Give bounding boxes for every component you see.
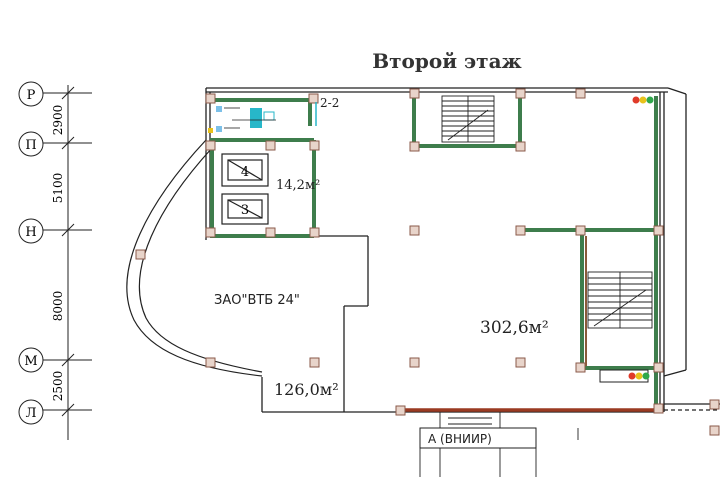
axis-bubble-p: П [18,131,44,157]
dimension-8000: 8000 [51,291,65,322]
curved-bay [126,139,263,377]
elevator-3-label: 3 [241,203,249,218]
dimension-5100: 5100 [51,173,65,204]
axis-bubble-l: Л [18,399,44,425]
plan-title: Второй этаж [372,49,521,73]
area-small-label: 14,2м² [276,178,320,193]
axis-letter-m: М [24,354,37,369]
stair-right [587,271,653,329]
elevator-4-label: 4 [241,165,249,180]
axis-lines [42,85,92,440]
axis-letter-l: Л [26,406,37,421]
green-walls [210,92,660,410]
dimension-2900: 2900 [51,105,65,136]
marker-bottom-right [599,369,650,383]
bottom-label: А (ВНИИР) [428,432,492,446]
axis-letter-n: Н [25,225,36,240]
axis-bubble-r: Р [18,81,44,107]
marker-top-right [632,96,654,104]
dimension-2500: 2500 [51,371,65,402]
area-bay-label: 126,0м² [274,380,339,399]
stair-top [441,95,495,143]
bottom-label-box [419,427,537,449]
axis-bubble-m: М [18,347,44,373]
columns [135,88,720,436]
axis-letter-p: П [25,138,36,153]
axis-letter-r: Р [27,88,36,103]
elevator-shafts [221,153,269,225]
wc-fixtures [208,102,317,133]
section-label: 2-2 [320,96,339,110]
building-outline [205,87,720,413]
area-main-label: 302,6м² [480,318,549,338]
axis-bubble-n: Н [18,218,44,244]
tenant-label: ЗАО"ВТБ 24" [214,293,300,308]
